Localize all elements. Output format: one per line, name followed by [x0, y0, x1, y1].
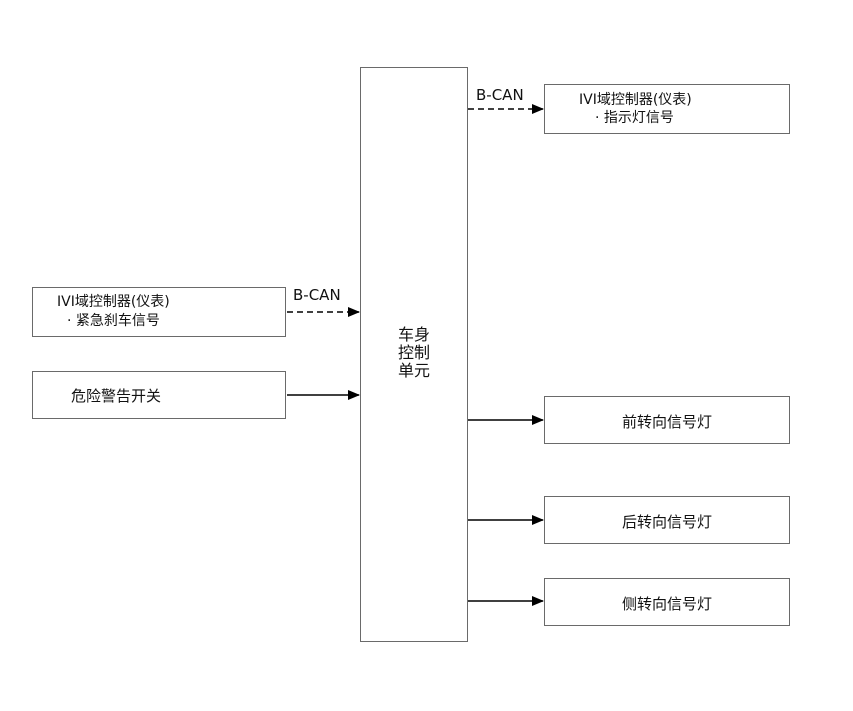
front-lamp-label: 前转向信号灯 — [621, 413, 712, 431]
ivi-left-title: IVI域控制器(仪表) — [57, 294, 170, 310]
hazard-switch-label: 危险警告开关 — [71, 387, 162, 405]
ivi-top-title: IVI域控制器(仪表) — [579, 92, 692, 108]
rear-lamp-label: 后转向信号灯 — [621, 513, 712, 531]
bcan-label-left: B-CAN — [293, 286, 341, 304]
ivi-top-box: IVI域控制器(仪表) · 指示灯信号 — [544, 84, 790, 134]
ivi-left-box: IVI域控制器(仪表) · 紧急刹车信号 — [32, 287, 286, 337]
side-lamp-box: 侧转向信号灯 — [544, 578, 790, 626]
ivi-top-item: · 指示灯信号 — [595, 110, 674, 126]
side-lamp-label: 侧转向信号灯 — [621, 595, 712, 613]
ivi-left-item: · 紧急刹车信号 — [67, 313, 160, 329]
bcm-label-line2: 控制 — [397, 343, 430, 362]
bcan-label-top: B-CAN — [476, 86, 524, 104]
hazard-switch-box: 危险警告开关 — [32, 371, 286, 419]
bcm-label-line1: 车身 — [397, 325, 430, 344]
rear-lamp-box: 后转向信号灯 — [544, 496, 790, 544]
front-lamp-box: 前转向信号灯 — [544, 396, 790, 444]
bcm-box: 车身 控制 单元 — [360, 67, 468, 642]
bcm-label: 车身 控制 单元 — [361, 326, 467, 380]
bcm-label-line3: 单元 — [397, 361, 430, 380]
